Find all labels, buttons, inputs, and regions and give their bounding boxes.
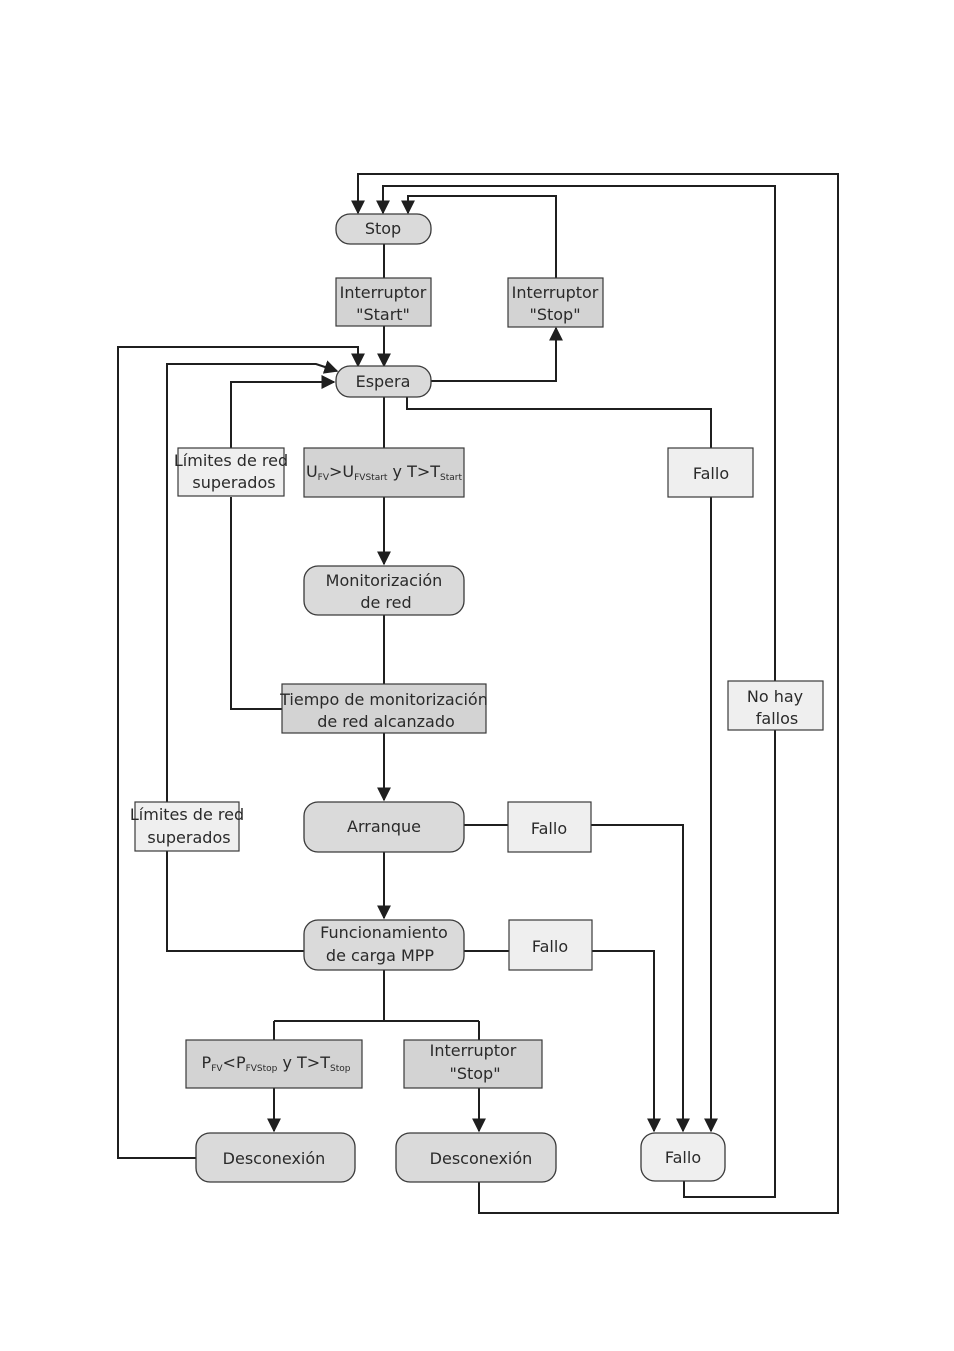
condition-limites-top-line1: Límites de red (174, 451, 288, 470)
condition-interruptor-start-box (335, 277, 432, 327)
state-funcionamiento: Funcionamiento de carga MPP (303, 919, 465, 971)
pfv-stop-sub: FVStop (246, 1064, 278, 1074)
condition-tiempo: Tiempo de monitorización de red alcanzad… (279, 683, 488, 734)
condition-pfv-stop-box (185, 1039, 363, 1089)
condition-ufv-start-box (303, 447, 465, 498)
pfv-lt: <P (223, 1053, 246, 1072)
connector-desconexion-left-to-espera (117, 346, 365, 1159)
connector-espera-to-switch-stop (431, 326, 563, 382)
state-monitorizacion-line1: Monitorización (326, 571, 443, 590)
ufv-mid: y T>T (387, 462, 440, 481)
ufv-gt: >U (329, 462, 354, 481)
connector-limites-top-to-espera (230, 375, 336, 448)
pfv-t-sub: Stop (330, 1064, 351, 1074)
condition-fallo-funcionamiento: Fallo (508, 919, 593, 971)
state-desconexion-left-box (195, 1132, 356, 1183)
condition-interruptor-stop-top: Interruptor "Stop" (507, 277, 604, 328)
connector-no-hay-fallos-to-stop (376, 185, 776, 681)
condition-limites-top: Límites de red superados (174, 447, 288, 497)
condition-no-hay-fallos: No hay fallos (727, 680, 824, 731)
connector-funcionamiento-to-limites-bottom (166, 851, 304, 952)
condition-pfv-stop-label: PFV<PFVStop y T>TStop (202, 1053, 351, 1074)
condition-fallo-funcionamiento-label: Fallo (532, 937, 568, 956)
condition-fallo-arranque: Fallo (507, 801, 592, 853)
condition-pfv-stop: PFV<PFVStop y T>TStop (185, 1039, 363, 1089)
state-funcionamiento-box (303, 919, 465, 971)
pfv-p-sub: FV (211, 1064, 223, 1074)
ufv-u: U (306, 462, 318, 481)
ufv-t-sub: Start (440, 473, 462, 483)
state-fallo: Fallo (640, 1132, 726, 1182)
connector-monitoring-to-limites-top (230, 497, 282, 710)
connector-funcionamiento-split (273, 970, 480, 1040)
condition-limites-top-box (177, 447, 285, 497)
condition-tiempo-line1: Tiempo de monitorización (279, 690, 488, 709)
condition-no-hay-fallos-line1: No hay (747, 687, 803, 706)
state-fallo-box (640, 1132, 726, 1182)
state-monitorizacion-line2: de red (360, 593, 411, 612)
condition-interruptor-stop-bottom-line1: Interruptor (430, 1041, 517, 1060)
condition-interruptor-stop-bottom-box (403, 1039, 543, 1089)
condition-interruptor-stop-top-line2: "Stop" (529, 305, 580, 324)
condition-interruptor-stop-top-box (507, 277, 604, 328)
condition-interruptor-start-line1: Interruptor (340, 283, 427, 302)
condition-no-hay-fallos-box (727, 680, 824, 731)
connector-fallo-arranque-to-state (591, 824, 690, 1133)
state-espera: Espera (335, 365, 432, 398)
connector-fallo-funcionamiento-to-state (592, 950, 661, 1133)
state-arranque-label: Arranque (347, 817, 421, 836)
state-desconexion-right-label: Desconexión (430, 1149, 533, 1168)
state-arranque-box (303, 801, 465, 853)
condition-fallo-right-box (667, 447, 754, 498)
condition-ufv-start: UFV>UFVStart y T>TStart (303, 447, 465, 498)
condition-fallo-funcionamiento-box (508, 919, 593, 971)
condition-limites-bottom: Límites de red superados (130, 801, 244, 852)
state-espera-label: Espera (356, 372, 411, 391)
state-fallo-label: Fallo (665, 1148, 701, 1167)
condition-interruptor-stop-bottom: Interruptor "Stop" (403, 1039, 543, 1089)
state-monitorizacion-box (303, 565, 465, 616)
condition-interruptor-start-line2: "Start" (356, 305, 410, 324)
state-espera-box (335, 365, 432, 398)
state-desconexion-left: Desconexión (195, 1132, 356, 1183)
condition-fallo-arranque-box (507, 801, 592, 853)
ufv-start-sub: FVStart (354, 473, 388, 483)
state-stop-box (335, 213, 432, 245)
condition-limites-bottom-box (134, 801, 240, 852)
connector-desconexion-right-to-stop (351, 173, 839, 1214)
state-desconexion-right: Desconexión (395, 1132, 557, 1183)
condition-fallo-arranque-label: Fallo (531, 819, 567, 838)
state-monitorizacion: Monitorización de red (303, 565, 465, 616)
connector-limites-bottom-to-espera (166, 360, 339, 802)
condition-limites-bottom-line1: Límites de red (130, 805, 244, 824)
condition-no-hay-fallos-line2: fallos (756, 709, 798, 728)
state-stop: Stop (335, 213, 432, 245)
state-desconexion-left-label: Desconexión (223, 1149, 326, 1168)
ufv-u-sub: FV (318, 473, 330, 483)
condition-tiempo-box (281, 683, 487, 734)
condition-fallo-right: Fallo (667, 447, 754, 498)
pfv-p: P (202, 1053, 212, 1072)
connector-espera-to-fallo-right (406, 397, 712, 448)
condition-interruptor-stop-top-line1: Interruptor (512, 283, 599, 302)
state-desconexion-right-box (395, 1132, 557, 1183)
state-funcionamiento-line2: de carga MPP (326, 946, 434, 965)
state-funcionamiento-line1: Funcionamiento (320, 923, 448, 942)
condition-fallo-right-label: Fallo (693, 464, 729, 483)
condition-limites-bottom-line2: superados (147, 828, 230, 847)
condition-ufv-start-label: UFV>UFVStart y T>TStart (306, 462, 463, 483)
pfv-mid: y T>T (277, 1053, 330, 1072)
state-stop-label: Stop (365, 219, 401, 238)
state-arranque: Arranque (303, 801, 465, 853)
connector-fallo-to-no-hay-fallos (683, 730, 776, 1198)
connector-switch-stop-to-stop (401, 195, 557, 278)
condition-limites-top-line2: superados (192, 473, 275, 492)
condition-interruptor-stop-bottom-line2: "Stop" (449, 1064, 500, 1083)
condition-tiempo-line2: de red alcanzado (317, 712, 455, 731)
condition-interruptor-start: Interruptor "Start" (335, 277, 432, 327)
connectors (117, 173, 839, 1214)
